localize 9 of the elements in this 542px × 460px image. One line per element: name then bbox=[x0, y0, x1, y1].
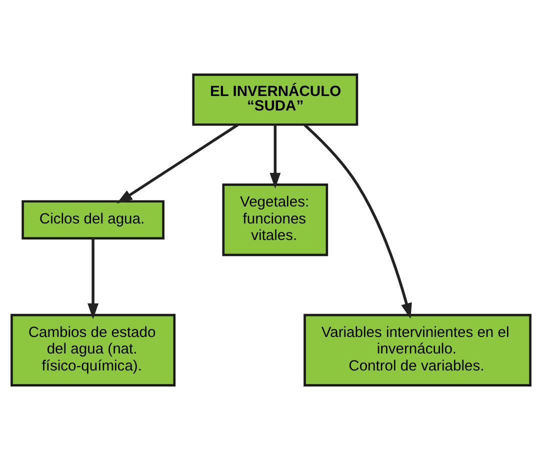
node-box: EL INVERNÁCULO “SUDA” bbox=[192, 74, 358, 126]
arrow bbox=[270, 124, 281, 189]
node-box: Ciclos del agua. bbox=[22, 200, 164, 240]
node-box: Cambios de estado del agua (nat. físico-química). bbox=[10, 314, 176, 386]
arrow bbox=[304, 124, 412, 319]
arrow bbox=[88, 238, 99, 320]
arrow bbox=[116, 124, 239, 204]
node-box: Variables intervinientes en el invernáculo. Control de variables. bbox=[304, 314, 532, 386]
node-box: Vegetales: funciones vitales. bbox=[222, 184, 328, 256]
